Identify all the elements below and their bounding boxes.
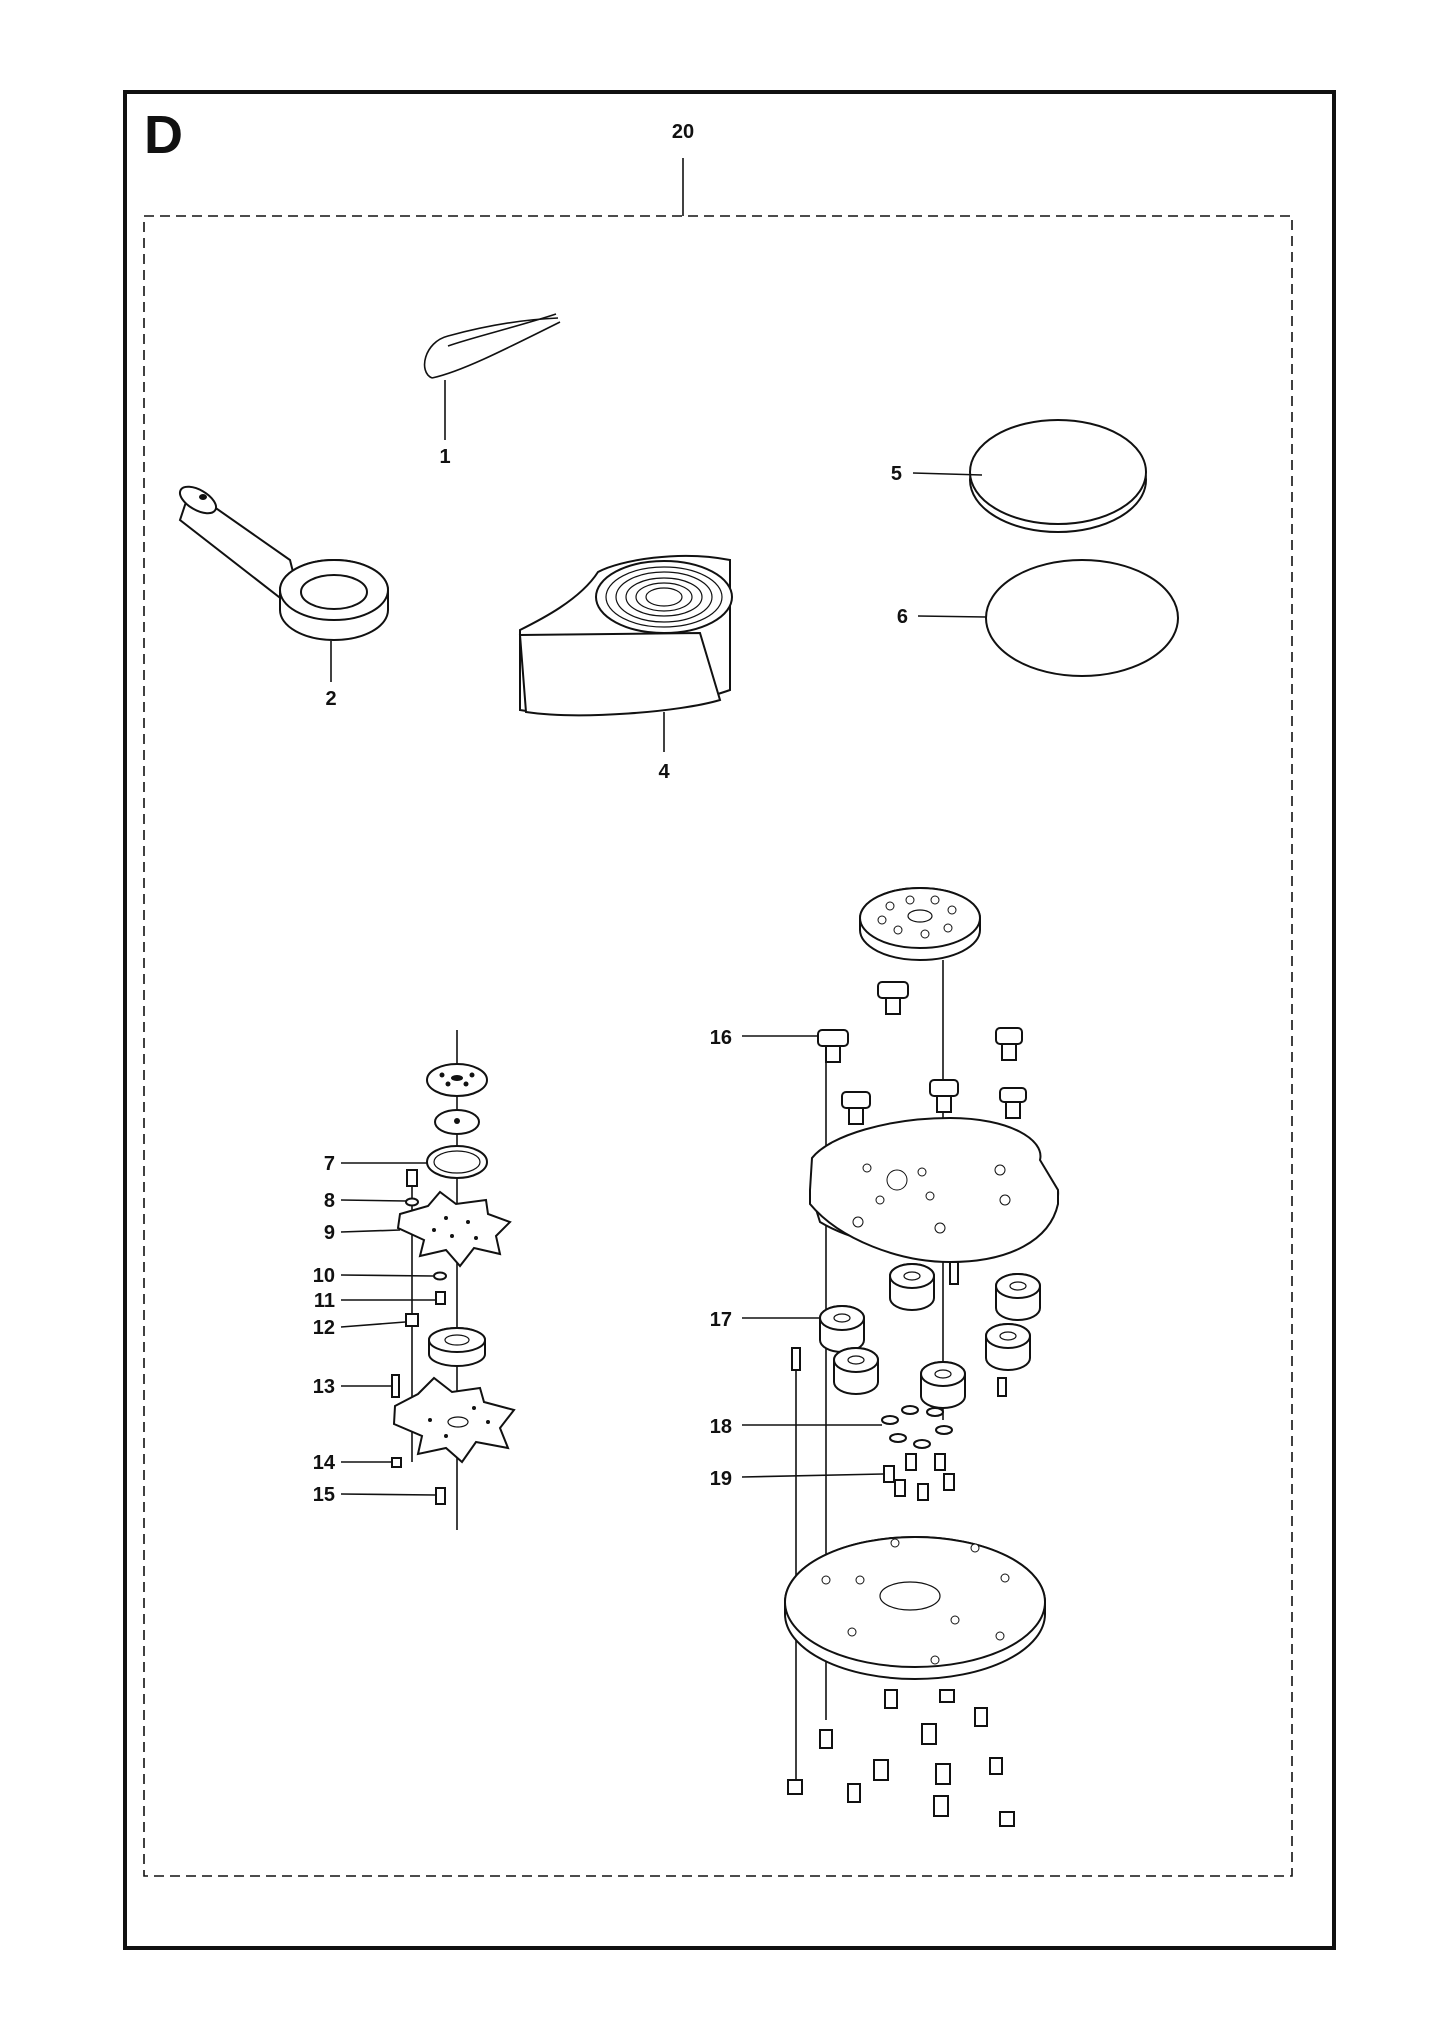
callout-6: 6 [897, 606, 908, 628]
part-6-disc [985, 559, 1179, 677]
callout-18: 18 [710, 1416, 732, 1438]
leader-line-10 [340, 1274, 434, 1277]
leader-line-9 [340, 1229, 401, 1233]
leader-line-8 [340, 1199, 407, 1202]
callout-4: 4 [658, 761, 670, 783]
callout-13: 13 [313, 1376, 335, 1398]
large-plate-assembly [784, 887, 1060, 1827]
part-1-hairpin-clip [423, 313, 561, 379]
callout-8: 8 [324, 1190, 335, 1212]
callout-9: 9 [324, 1222, 335, 1244]
leader-line-12 [340, 1321, 406, 1328]
callout-14: 14 [313, 1452, 336, 1474]
callout-2: 2 [325, 688, 336, 710]
callout-16: 16 [710, 1027, 732, 1049]
callout-10: 10 [313, 1265, 335, 1287]
callout-15: 15 [313, 1484, 335, 1506]
kit-boundary [143, 215, 1293, 1877]
section-letter: D [144, 105, 183, 165]
leader-line-5 [912, 472, 983, 476]
callout-20: 20 [672, 121, 694, 143]
callout-11: 11 [314, 1290, 335, 1312]
callout-19: 19 [710, 1468, 732, 1490]
callout-1: 1 [439, 446, 450, 468]
page-frame [123, 90, 1336, 1950]
callout-17: 17 [710, 1309, 732, 1331]
part-5-disc [969, 419, 1147, 533]
callout-7: 7 [324, 1153, 335, 1175]
leader-line-6 [917, 615, 987, 618]
callout-5: 5 [891, 463, 902, 485]
leader-line-19 [741, 1473, 884, 1478]
part-2-eye-pin [178, 485, 389, 641]
small-plate-assembly [391, 1030, 516, 1530]
part-4-tape-roll [518, 554, 733, 717]
callout-12: 12 [313, 1317, 335, 1339]
leader-line-15 [340, 1493, 436, 1496]
